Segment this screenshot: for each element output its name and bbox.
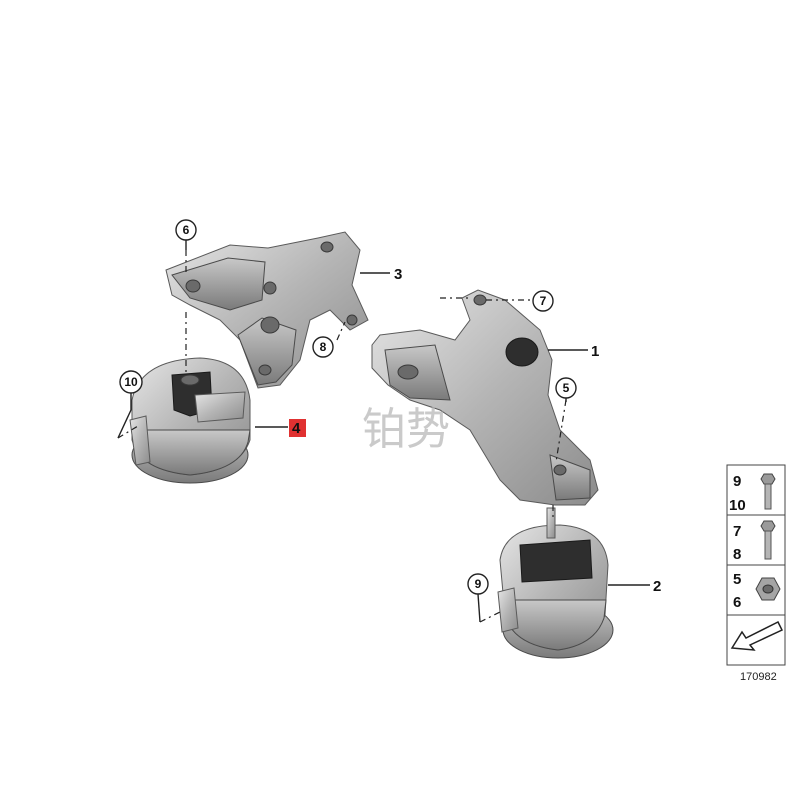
callout-7: 7	[532, 290, 554, 312]
part-label-3: 3	[394, 266, 402, 283]
engine-mount-left	[129, 357, 251, 484]
legend-10: 10	[729, 497, 746, 514]
svg-text:10: 10	[124, 375, 138, 389]
engine-bracket-left	[165, 231, 369, 389]
legend-6: 6	[733, 594, 741, 611]
callout-8: 8	[312, 336, 334, 358]
callout-9: 9	[467, 573, 489, 595]
legend-5: 5	[733, 571, 741, 588]
diagram-number: 170982	[740, 671, 777, 683]
svg-text:6: 6	[183, 223, 190, 237]
leader-lines	[117, 240, 650, 623]
hardware-legend: 9 10 7 8 5 6	[726, 464, 786, 666]
nut-icon	[755, 577, 781, 601]
assembly-lines	[117, 250, 567, 623]
part-label-2: 2	[653, 578, 661, 595]
bolt-icon	[760, 473, 776, 510]
svg-text:9: 9	[475, 577, 482, 591]
arrow-symbol-icon	[730, 620, 784, 651]
callout-5: 5	[555, 377, 577, 399]
callout-6: 6	[175, 219, 197, 241]
watermark-text: 铂势	[362, 404, 450, 455]
engine-bracket-right	[371, 289, 599, 506]
engine-mount-right	[497, 507, 614, 659]
part-4-highlight-box	[289, 419, 306, 437]
legend-9: 9	[733, 473, 741, 490]
part-label-1: 1	[591, 343, 599, 360]
svg-text:5: 5	[563, 381, 570, 395]
svg-text:8: 8	[320, 340, 327, 354]
legend-7: 7	[733, 523, 741, 540]
callout-10: 10	[119, 370, 143, 394]
bolt-icon	[760, 520, 776, 560]
part-label-4: 4	[292, 420, 301, 437]
legend-8: 8	[733, 546, 741, 563]
svg-text:7: 7	[540, 294, 547, 308]
